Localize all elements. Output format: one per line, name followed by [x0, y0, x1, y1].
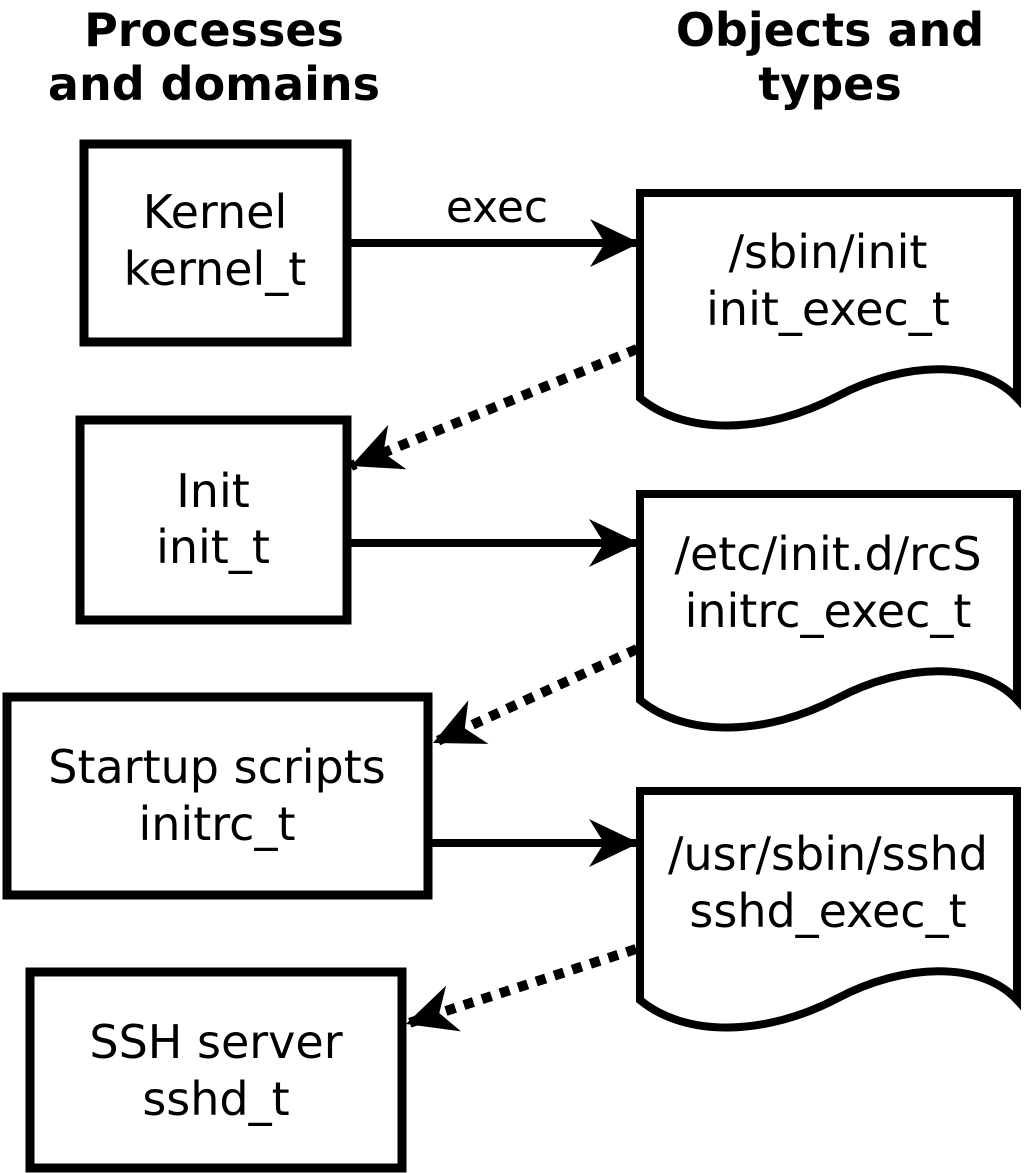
object-doc-sbin-init	[636, 189, 1021, 430]
process-box-ssh-server	[25, 967, 407, 1173]
object-path-sbin-init: /sbin/init	[729, 225, 928, 279]
process-label-init: Init	[176, 464, 250, 518]
process-box-startup-scripts	[2, 692, 433, 900]
left-column-header-line2: and domains	[48, 57, 380, 111]
process-node-init: Init init_t	[75, 415, 352, 625]
process-domain-init: init_t	[156, 520, 270, 574]
process-label-kernel: Kernel	[143, 185, 288, 239]
process-node-kernel: Kernel kernel_t	[79, 139, 352, 347]
transition-arrow-to-sshd-t	[404, 944, 638, 1032]
process-box-init	[75, 415, 352, 625]
right-column-header-line2: types	[758, 57, 901, 111]
object-path-usr-sbin-sshd: /usr/sbin/sshd	[668, 827, 988, 881]
process-label-startup-scripts: Startup scripts	[48, 740, 386, 794]
object-type-sbin-init: init_exec_t	[706, 282, 950, 336]
object-doc-etc-init-rcs	[636, 490, 1021, 732]
object-doc-usr-sbin-sshd	[636, 787, 1021, 1032]
object-type-etc-init-rcs: initrc_exec_t	[685, 584, 972, 638]
object-node-usr-sbin-sshd: /usr/sbin/sshd sshd_exec_t	[636, 787, 1021, 1032]
object-type-usr-sbin-sshd: sshd_exec_t	[689, 884, 966, 938]
process-domain-ssh-server: sshd_t	[142, 1072, 289, 1126]
left-column-header-line1: Processes	[84, 3, 344, 57]
process-label-ssh-server: SSH server	[89, 1015, 342, 1069]
process-node-startup-scripts: Startup scripts initrc_t	[2, 692, 433, 900]
transition-arrow-to-initrc-t	[430, 644, 640, 748]
process-box-kernel	[79, 139, 352, 347]
right-column-header-line1: Objects and	[676, 3, 984, 57]
process-domain-startup-scripts: initrc_t	[139, 797, 296, 851]
transition-arrow-to-init-t	[349, 344, 639, 471]
process-domain-kernel: kernel_t	[124, 242, 307, 296]
exec-arrow-label: exec	[446, 182, 548, 233]
process-node-ssh-server: SSH server sshd_t	[25, 967, 407, 1173]
object-node-sbin-init: /sbin/init init_exec_t	[636, 189, 1021, 430]
object-path-etc-init-rcs: /etc/init.d/rcS	[674, 527, 981, 581]
object-node-etc-init-rcs: /etc/init.d/rcS initrc_exec_t	[636, 490, 1021, 732]
